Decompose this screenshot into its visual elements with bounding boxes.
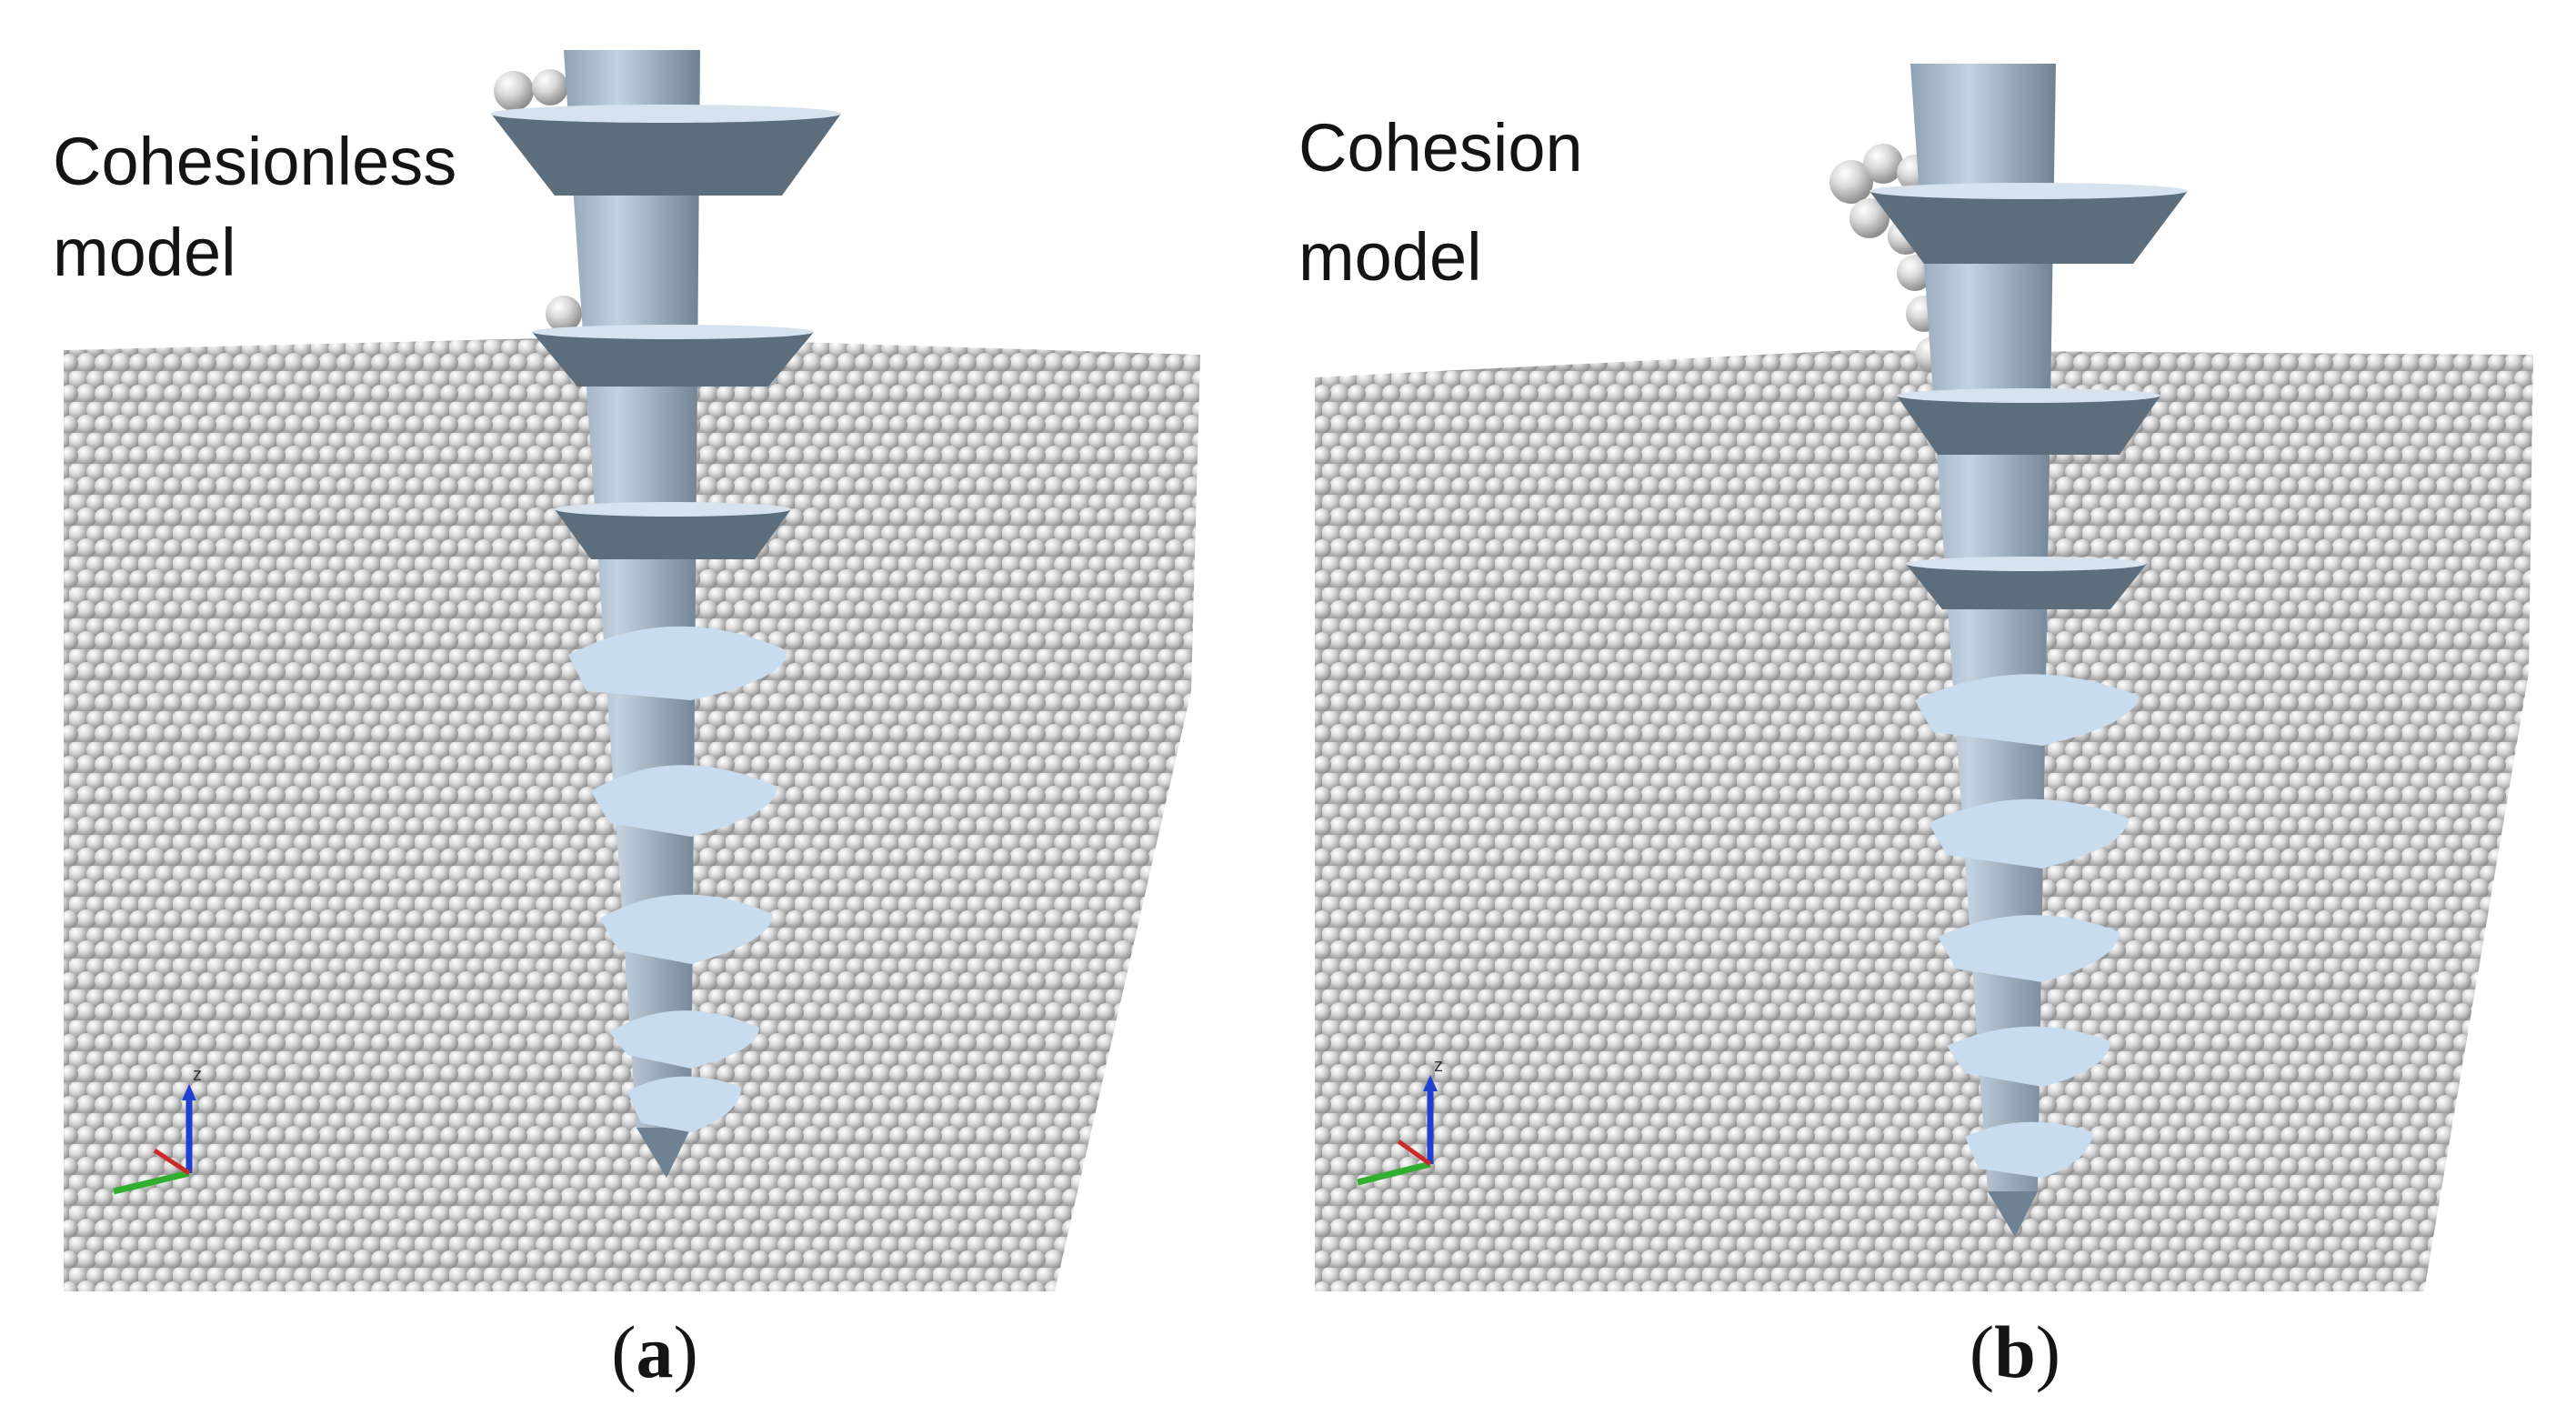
- xyz-axis-triad-icon: z: [113, 1065, 202, 1195]
- model-label-line2: model: [1298, 219, 1482, 295]
- granular-bed-cohesionless: z: [64, 50, 1200, 1291]
- screw-flange: [1897, 396, 2160, 455]
- screw-helix: [1938, 915, 2120, 982]
- granular-bed-cohesion: z: [1315, 64, 2533, 1291]
- screw-tip: [636, 1128, 691, 1178]
- screw-helix: [600, 894, 773, 964]
- loose-particle: [546, 296, 582, 332]
- axis-label-z: z: [1434, 1056, 1443, 1076]
- axis-label-z: z: [193, 1065, 202, 1085]
- screw-helix: [1965, 1121, 2092, 1178]
- model-label-line1: Cohesion: [1298, 110, 1583, 186]
- panel-caption-a: (a): [611, 1311, 698, 1393]
- panel-a: z Cohesionless model (a): [53, 50, 1200, 1393]
- screw-shaft: [564, 50, 700, 1128]
- screw-helix: [609, 1010, 759, 1069]
- screw-tip: [1988, 1191, 2038, 1237]
- screw-flange: [1906, 564, 2147, 609]
- clump-particle: [1849, 198, 1889, 238]
- panel-b: z Cohesion model (b): [1288, 0, 2576, 1426]
- screw-helix: [591, 765, 777, 837]
- screw-flange: [555, 509, 791, 559]
- model-label-line1: Cohesionless: [53, 124, 457, 199]
- clump-particle: [1863, 144, 1903, 184]
- screw-shaft: [1910, 64, 2056, 1191]
- screw-helix: [627, 1076, 741, 1132]
- clump-particle: [1829, 160, 1873, 204]
- screw-flange: [491, 114, 841, 196]
- screw-helix: [1915, 674, 2138, 746]
- xyz-axis-triad-icon: z: [1357, 1056, 1443, 1186]
- screw-flange: [1869, 191, 2188, 264]
- particle-bed: [1315, 350, 2533, 1291]
- screw-helix: [1947, 1026, 2110, 1087]
- loose-particle: [494, 71, 534, 111]
- screw-helix: [1929, 798, 2129, 869]
- panel-caption-b: (b): [1969, 1311, 2061, 1393]
- loose-particle: [532, 69, 568, 105]
- screw-flange: [532, 332, 814, 387]
- screw-helix: [568, 626, 787, 700]
- model-label-line2: model: [53, 215, 236, 290]
